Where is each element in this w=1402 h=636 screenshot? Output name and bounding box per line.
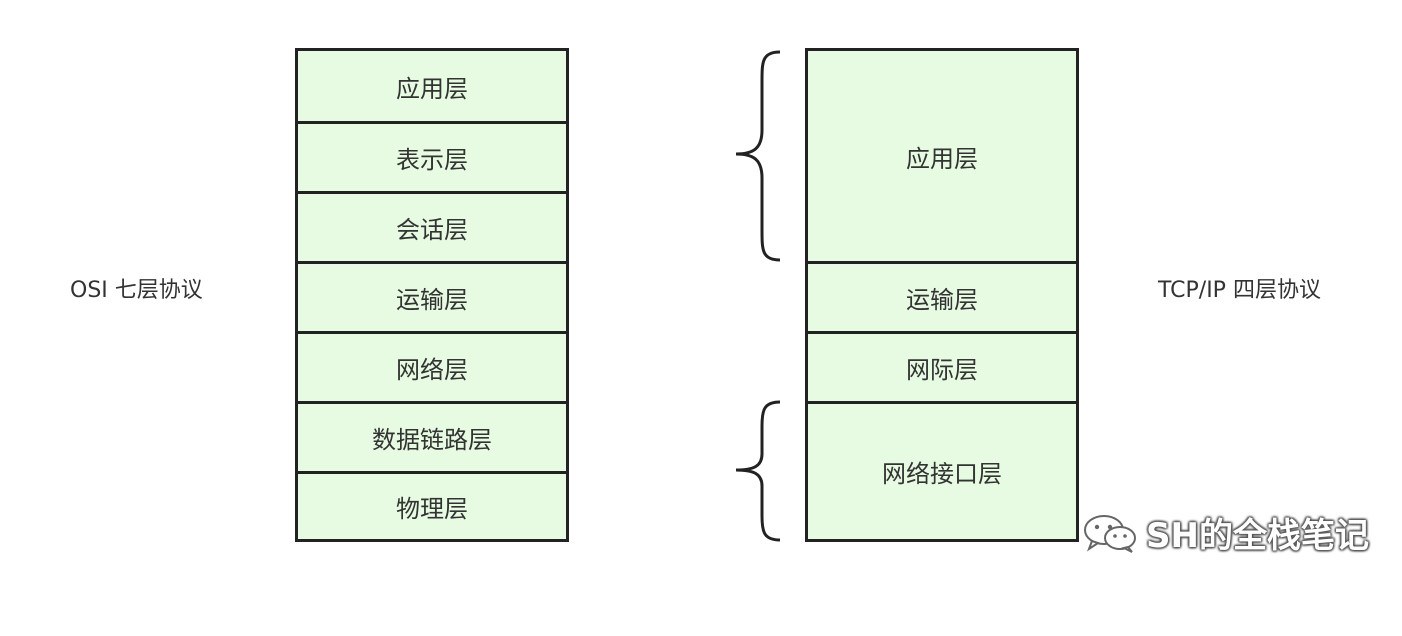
- lower-curly-brace: [735, 400, 781, 542]
- tcpip-layer-stack: 应用层 运输层 网际层 网络接口层: [805, 48, 1079, 542]
- tcpip-layer-internet: 网际层: [808, 331, 1076, 401]
- osi-layer-stack: 应用层 表示层 会话层 运输层 网络层 数据链路层 物理层: [295, 48, 569, 542]
- osi-layer-presentation: 表示层: [298, 121, 566, 191]
- osi-layer-physical: 物理层: [298, 471, 566, 539]
- tcpip-layer-transport: 运输层: [808, 261, 1076, 331]
- watermark-text: SH的全栈笔记: [1146, 516, 1369, 556]
- wechat-icon: [1084, 514, 1136, 553]
- watermark: SH的全栈笔记: [1082, 508, 1369, 557]
- tcpip-layer-network-interface: 网络接口层: [808, 401, 1076, 539]
- osi-layer-session: 会话层: [298, 191, 566, 261]
- tcpip-layer-application: 应用层: [906, 144, 978, 173]
- osi-layer-application: 应用层: [396, 74, 468, 103]
- osi-layer-network: 网络层: [298, 331, 566, 401]
- osi-model-title: OSI 七层协议: [70, 278, 203, 303]
- osi-layer-data-link: 数据链路层: [298, 401, 566, 471]
- upper-curly-brace: [735, 50, 781, 262]
- osi-layer-transport: 运输层: [298, 261, 566, 331]
- tcpip-model-title: TCP/IP 四层协议: [1158, 278, 1321, 303]
